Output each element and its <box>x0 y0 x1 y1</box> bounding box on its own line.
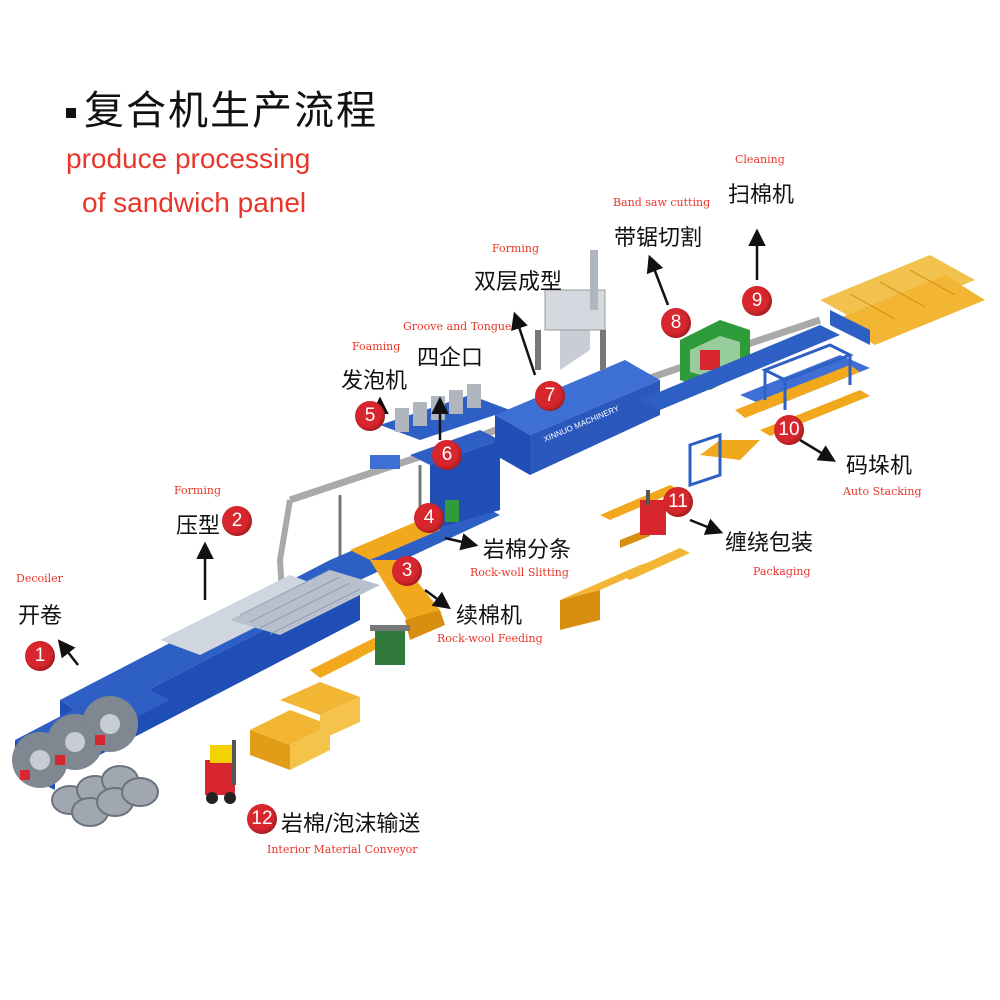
annotation-arrows <box>57 228 836 666</box>
step-2-english-label: Forming <box>174 484 221 497</box>
step-6-badge: 6 <box>432 440 462 470</box>
step-8-badge: 8 <box>661 308 691 338</box>
double-belt-conveyor: XINNUO MACHINERY <box>495 250 660 475</box>
outfeed-conveyor <box>640 325 870 460</box>
title-chinese: 复合机生产流程 <box>84 88 378 134</box>
step-1-chinese-label: 开卷 <box>18 604 63 629</box>
step-11-badge: 11 <box>663 487 693 517</box>
step-6-chinese-label: 四企口 <box>417 346 484 371</box>
step-3-chinese-label: 续棉机 <box>456 604 523 629</box>
step-4-chinese-label: 岩棉分条 <box>483 538 572 563</box>
forklift <box>205 740 236 804</box>
page-title: 复合机生产流程 <box>66 78 378 136</box>
step-2-badge: 2 <box>222 506 252 536</box>
step-5-chinese-label: 发泡机 <box>341 369 408 394</box>
step-12-english-label: Interior Material Conveyor <box>267 843 418 856</box>
step-8-english-label: Band saw cutting <box>613 196 711 209</box>
step-5-english-label: Foaming <box>352 340 401 353</box>
packaging-area <box>560 485 690 630</box>
step-1-english-label: Decoiler <box>16 572 63 585</box>
step-7-chinese-label: 双层成型 <box>474 270 563 295</box>
rock-wool-bales <box>250 682 360 770</box>
step-11-english-label: Packaging <box>753 565 811 578</box>
step-10-chinese-label: 码垛机 <box>846 454 913 479</box>
step-2-chinese-label: 压型 <box>176 514 221 539</box>
rock-wool-feeding-conveyor <box>310 520 445 678</box>
step-11-chinese-label: 缠绕包装 <box>725 531 814 556</box>
title-bullet-icon <box>66 108 76 118</box>
step-1-badge: 1 <box>25 641 55 671</box>
step-7-english-label: Forming <box>492 242 539 255</box>
step-5-badge: 5 <box>355 401 385 431</box>
step-10-badge: 10 <box>774 415 804 445</box>
foaming-machine <box>370 384 510 469</box>
step-12-chinese-label: 岩棉/泡沫输送 <box>281 812 421 837</box>
step-3-badge: 3 <box>392 556 422 586</box>
step-8-chinese-label: 带锯切割 <box>614 226 703 251</box>
finished-panel-storage <box>820 255 985 345</box>
step-9-chinese-label: 扫棉机 <box>728 183 795 208</box>
step-10-english-label: Auto Stacking <box>843 485 922 498</box>
step-6-english-label: Groove and Tongue <box>403 320 512 333</box>
step-9-badge: 9 <box>742 286 772 316</box>
step-4-english-label: Rock-woll Slitting <box>470 566 569 579</box>
step-9-english-label: Cleaning <box>735 153 785 166</box>
title-english-line-1: produce processing <box>66 143 311 174</box>
step-4-badge: 4 <box>414 503 444 533</box>
auto-stacking-machine <box>688 343 854 488</box>
step-12-badge: 12 <box>247 804 277 834</box>
decoiler-station <box>12 680 170 827</box>
title-english-line-2: of sandwich panel <box>82 187 307 218</box>
step-3-english-label: Rock-wool Feeding <box>437 632 543 645</box>
step-7-badge: 7 <box>535 381 565 411</box>
